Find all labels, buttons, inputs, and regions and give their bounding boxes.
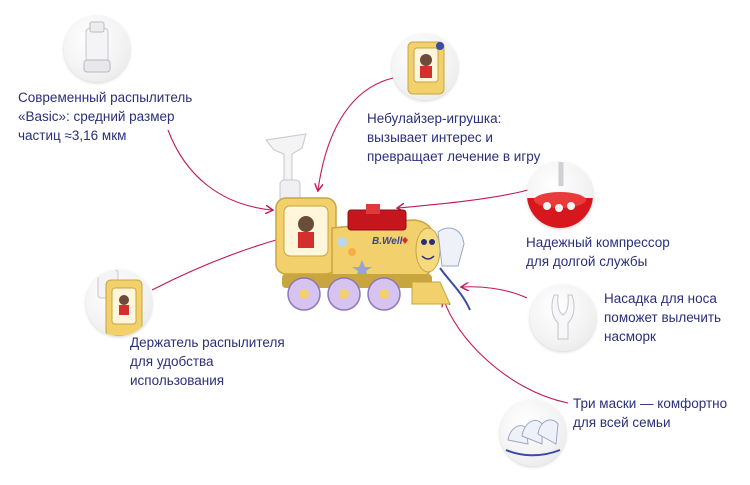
callout-toy-line2: вызывает интерес и [367, 130, 493, 145]
brand-label: B.Well [372, 236, 403, 247]
decor-dot [337, 237, 347, 247]
callout-masks: Три маски — комфортно для всей семьи [573, 394, 727, 432]
callout-holder-line2: для удобства [130, 354, 214, 369]
callout-atomizer-line3: частиц ≈3,16 мкм [18, 128, 127, 143]
mask-icon [437, 227, 465, 267]
star-icon [352, 260, 372, 278]
arrow-masks [444, 300, 569, 404]
nebulizer-train-product: B.Well [265, 133, 471, 311]
driver-body [298, 232, 314, 248]
heart-icon [402, 237, 408, 244]
atomizer-mouthpiece [265, 133, 307, 183]
arrow-compressor [398, 189, 529, 208]
callout-compressor: Надежный компрессор для долгой службы [526, 233, 670, 271]
compressor-thumbnail [527, 162, 593, 228]
arrow-atomizer [167, 129, 272, 210]
holder-icon [97, 270, 143, 336]
cowcatcher [411, 281, 451, 305]
holder-thumbnail [86, 270, 152, 336]
callout-compressor-line1: Надежный компрессор [526, 235, 670, 250]
callout-toy-line1: Небулайзер-игрушка: [367, 111, 502, 126]
mask-strap [439, 267, 471, 311]
callout-holder: Держатель распылителя для удобства испол… [130, 333, 285, 390]
arrow-holder [151, 238, 283, 291]
wheel-hub [339, 289, 349, 299]
masks-icon [505, 419, 561, 457]
callout-atomizer-line2: «Basic»: средний размер [18, 109, 175, 124]
wheel-hub [299, 289, 309, 299]
compressor-icon [527, 162, 593, 228]
callout-toy: Небулайзер-игрушка: вызывает интерес и п… [367, 109, 540, 166]
callout-masks-line1: Три маски — комфортно [573, 396, 728, 411]
callout-nose-line2: поможет вылечить [604, 310, 722, 325]
toy-thumbnail [392, 34, 458, 100]
driver-face-icon [298, 216, 314, 232]
toy-icon [407, 41, 445, 95]
callout-compressor-line2: для долгой службы [526, 254, 648, 269]
callout-holder-line1: Держатель распылителя [130, 335, 285, 350]
eye-icon [429, 239, 435, 245]
train-face [415, 227, 441, 273]
callout-atomizer-line1: Современный распылитель [18, 90, 193, 105]
callout-nose-line1: Насадка для носа [604, 291, 717, 306]
nose-piece-icon [551, 294, 575, 340]
callout-toy-line3: превращает лечение в игру [367, 149, 541, 164]
nose-piece-thumbnail [530, 285, 596, 351]
atomizer-icon [83, 21, 111, 73]
eye-icon [421, 239, 427, 245]
callout-nose-line3: насморк [604, 329, 656, 344]
decor-dot [348, 248, 356, 256]
arrow-nose [462, 287, 528, 299]
callout-atomizer: Современный распылитель «Basic»: средний… [18, 88, 192, 145]
callout-masks-line2: для всей семьи [573, 415, 671, 430]
callout-holder-line3: использования [130, 373, 225, 388]
callout-nose: Насадка для носа поможет вылечить насмор… [604, 289, 721, 346]
smile-icon [421, 255, 435, 260]
arrow-toy [318, 77, 394, 190]
masks-thumbnail [500, 400, 566, 466]
atomizer-thumbnail [64, 16, 130, 82]
wheel-hub [379, 289, 389, 299]
compressor-cap [366, 204, 380, 214]
